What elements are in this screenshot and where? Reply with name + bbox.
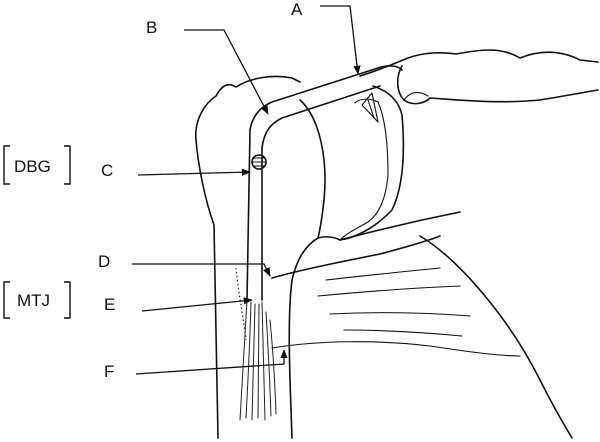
mtj-label: MTJ [17, 291, 50, 310]
label-a: A [291, 0, 303, 19]
label-e: E [104, 295, 115, 314]
tendon-fibers [235, 267, 277, 421]
dbg-region-label: DBG [3, 145, 71, 185]
humerus-outline [195, 75, 319, 439]
tendon-band [246, 65, 403, 301]
mtj-region-label: MTJ [3, 281, 71, 319]
dbg-label: DBG [14, 157, 51, 176]
glenoid-outline [299, 85, 405, 241]
label-d: D [98, 252, 110, 271]
muscle-mass [271, 211, 573, 439]
label-b: B [146, 18, 157, 37]
hatched-circle [251, 154, 267, 170]
process-shape [361, 92, 379, 123]
label-c: C [101, 161, 113, 180]
leader-lines [132, 5, 361, 375]
label-f: F [104, 362, 114, 381]
hand-outline [359, 49, 599, 105]
